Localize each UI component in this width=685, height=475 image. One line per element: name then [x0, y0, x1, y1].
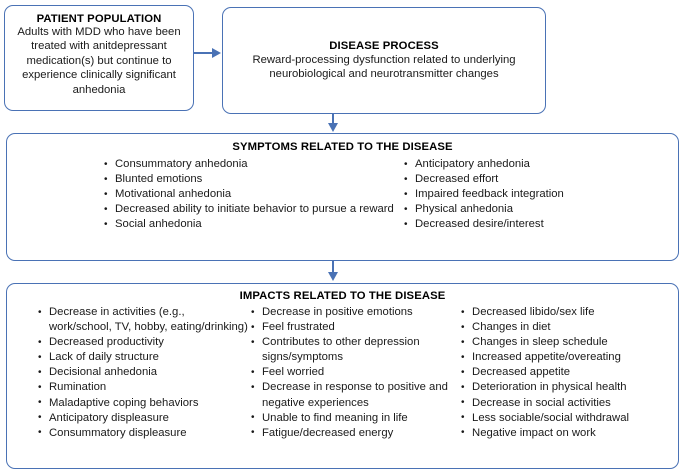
list-item: Decreased appetite [460, 365, 678, 380]
list-item: Changes in diet [460, 320, 678, 335]
impacts-column-middle: Decrease in positive emotionsFeel frustr… [250, 304, 460, 441]
list-item: Contributes to other depression signs/sy… [250, 335, 460, 365]
symptoms-box: SYMPTOMS RELATED TO THE DISEASE Consumma… [6, 133, 679, 261]
list-item: Increased appetite/overeating [460, 350, 678, 365]
impacts-columns: Decrease in activities (e.g., work/schoo… [7, 304, 678, 441]
impacts-box: IMPACTS RELATED TO THE DISEASE Decrease … [6, 283, 679, 469]
connector-disease-to-symptoms-arrowhead-icon [327, 123, 338, 132]
list-item: Decreased desire/interest [403, 217, 663, 232]
symptoms-header: SYMPTOMS RELATED TO THE DISEASE [232, 141, 453, 153]
list-item: Decrease in social activities [460, 395, 678, 411]
connector-symptoms-to-impacts-line [332, 261, 334, 274]
list-item: Fatigue/decreased energy [250, 425, 460, 441]
connector-patient-to-disease-arrowhead-icon [212, 47, 221, 58]
list-item: Negative impact on work [460, 425, 678, 441]
symptoms-column-right: Anticipatory anhedoniaDecreased effortIm… [403, 156, 663, 232]
patient-population-body: Adults with MDD who have been treated wi… [17, 26, 181, 96]
connector-patient-to-disease-line [193, 52, 214, 54]
list-item: Changes in sleep schedule [460, 335, 678, 350]
list-item: Social anhedonia [103, 217, 403, 232]
list-item: Decrease in response to positive and neg… [250, 380, 460, 410]
impacts-column-right: Decreased libido/sex lifeChanges in diet… [460, 304, 678, 441]
symptoms-column-left: Consummatory anhedoniaBlunted emotionsMo… [103, 156, 403, 232]
list-item: Feel frustrated [250, 320, 460, 335]
list-item: Rumination [37, 380, 250, 395]
list-item: Decreased effort [403, 172, 663, 187]
list-item: Blunted emotions [103, 172, 403, 187]
patient-population-header: PATIENT POPULATION [36, 13, 162, 25]
connector-disease-to-symptoms-line [332, 114, 334, 125]
list-item: Maladaptive coping behaviors [37, 395, 250, 411]
list-item: Lack of daily structure [37, 350, 250, 365]
list-item: Less sociable/social withdrawal [460, 410, 678, 426]
impacts-header: IMPACTS RELATED TO THE DISEASE [239, 290, 446, 302]
impacts-column-left: Decrease in activities (e.g., work/schoo… [37, 304, 250, 441]
disease-process-body: Reward-processing dysfunction related to… [252, 53, 516, 80]
list-item: Consummatory anhedonia [103, 156, 403, 172]
list-item: Decreased productivity [37, 335, 250, 350]
list-item: Physical anhedonia [403, 202, 663, 217]
list-item: Motivational anhedonia [103, 187, 403, 202]
list-item: Decisional anhedonia [37, 365, 250, 380]
list-item: Feel worried [250, 365, 460, 380]
connector-symptoms-to-impacts-arrowhead-icon [327, 272, 338, 281]
list-item: Consummatory displeasure [37, 425, 250, 441]
list-item: Unable to find meaning in life [250, 410, 460, 426]
list-item: Decreased libido/sex life [460, 304, 678, 320]
symptoms-columns: Consummatory anhedoniaBlunted emotionsMo… [7, 156, 678, 232]
list-item: Deterioration in physical health [460, 380, 678, 395]
list-item: Anticipatory anhedonia [403, 156, 663, 172]
disease-process-header: DISEASE PROCESS [329, 39, 439, 52]
disease-process-box: DISEASE PROCESS Reward-processing dysfun… [222, 7, 546, 114]
list-item: Impaired feedback integration [403, 187, 663, 202]
list-item: Decrease in activities (e.g., work/schoo… [37, 304, 250, 335]
list-item: Anticipatory displeasure [37, 410, 250, 426]
patient-population-box: PATIENT POPULATION Adults with MDD who h… [4, 5, 194, 111]
list-item: Decrease in positive emotions [250, 304, 460, 320]
list-item: Decreased ability to initiate behavior t… [103, 202, 403, 217]
